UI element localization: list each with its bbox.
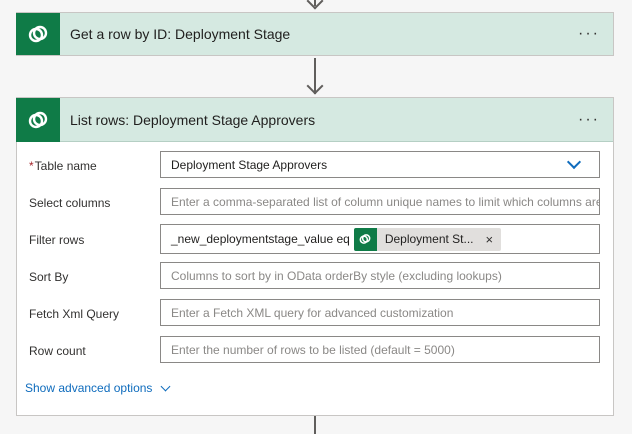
field-row-row-count: Row count Enter the number of rows to be… xyxy=(17,336,613,373)
select-columns-input[interactable]: Enter a comma-separated list of column u… xyxy=(160,188,600,215)
card-header[interactable]: List rows: Deployment Stage Approvers ··… xyxy=(16,97,613,142)
select-columns-label: Select columns xyxy=(29,196,111,210)
select-columns-placeholder: Enter a comma-separated list of column u… xyxy=(171,194,600,209)
arrow-down-icon xyxy=(306,77,324,95)
field-row-table-name: *Table name Deployment Stage Approvers xyxy=(17,151,613,188)
dataverse-icon xyxy=(16,13,60,55)
fetch-xml-label: Fetch Xml Query xyxy=(29,307,120,321)
card-header[interactable]: Get a row by ID: Deployment Stage ··· xyxy=(16,13,613,55)
row-count-label: Row count xyxy=(29,344,86,358)
connector-top xyxy=(314,0,316,6)
dataverse-icon xyxy=(353,227,377,251)
sort-by-input[interactable]: Columns to sort by in OData orderBy styl… xyxy=(160,262,600,289)
fetch-xml-input[interactable]: Enter a Fetch XML query for advanced cus… xyxy=(160,299,600,326)
show-advanced-options-link[interactable]: Show advanced options xyxy=(25,381,171,395)
action-card-list-rows[interactable]: List rows: Deployment Stage Approvers ··… xyxy=(16,97,614,416)
card-title: Get a row by ID: Deployment Stage xyxy=(70,26,291,42)
fetch-xml-placeholder: Enter a Fetch XML query for advanced cus… xyxy=(171,305,454,320)
chevron-down-icon xyxy=(566,154,582,170)
row-count-placeholder: Enter the number of rows to be listed (d… xyxy=(171,342,455,357)
card-title: List rows: Deployment Stage Approvers xyxy=(70,111,316,128)
table-name-label: *Table name xyxy=(29,159,97,173)
table-name-dropdown[interactable]: Deployment Stage Approvers xyxy=(160,151,600,178)
required-marker: * xyxy=(29,159,34,173)
row-count-input[interactable]: Enter the number of rows to be listed (d… xyxy=(160,336,600,363)
chevron-down-icon xyxy=(160,381,171,391)
field-row-filter-rows: Filter rows _new_deploymentstage_value e… xyxy=(17,224,613,262)
connector-middle xyxy=(314,58,316,94)
advanced-options-label: Show advanced options xyxy=(25,381,153,395)
field-row-select-columns: Select columns Enter a comma-separated l… xyxy=(17,188,613,225)
connector-bottom xyxy=(314,416,316,434)
parameters-form: *Table name Deployment Stage Approvers S… xyxy=(17,142,613,373)
arrow-down-icon xyxy=(306,0,324,10)
more-options-icon[interactable]: ··· xyxy=(578,25,600,42)
filter-rows-value: _new_deploymentstage_value eq xyxy=(171,232,350,246)
action-card-get-row[interactable]: Get a row by ID: Deployment Stage ··· xyxy=(16,12,614,56)
field-row-sort-by: Sort By Columns to sort by in OData orde… xyxy=(17,262,613,299)
field-row-fetch-xml: Fetch Xml Query Enter a Fetch XML query … xyxy=(17,299,613,336)
dataverse-icon xyxy=(16,97,60,142)
close-icon[interactable]: × xyxy=(485,231,494,247)
sort-by-placeholder: Columns to sort by in OData orderBy styl… xyxy=(171,268,502,283)
filter-rows-label: Filter rows xyxy=(29,233,85,247)
more-options-icon[interactable]: ··· xyxy=(578,110,600,128)
filter-rows-input[interactable]: _new_deploymentstage_value eq Deployment… xyxy=(160,224,600,254)
token-label: Deployment St... xyxy=(384,232,474,246)
table-name-value: Deployment Stage Approvers xyxy=(171,157,328,172)
dynamic-content-token[interactable]: Deployment St... × xyxy=(353,227,502,251)
sort-by-label: Sort By xyxy=(29,270,69,284)
